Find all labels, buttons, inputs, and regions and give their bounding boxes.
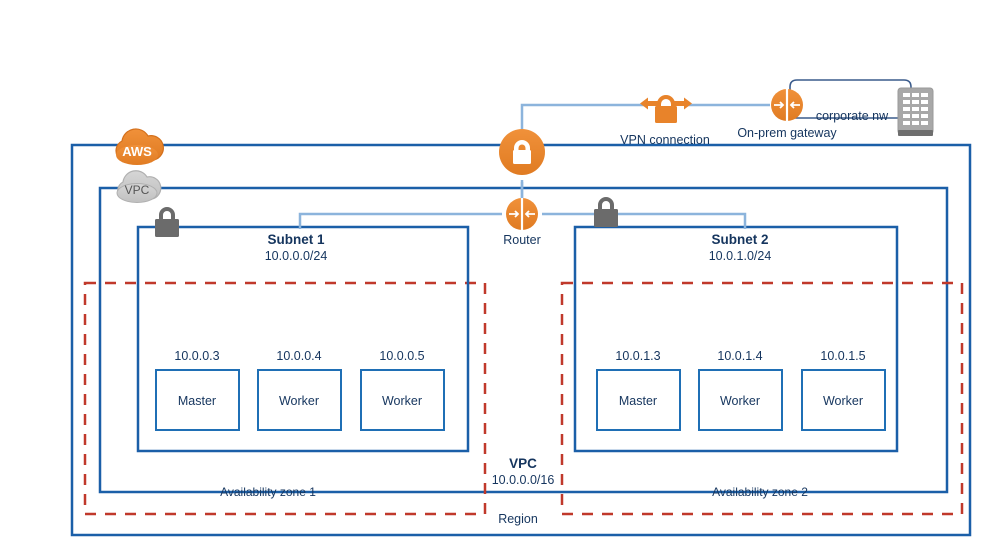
subnet-1-instance-2[interactable]: 10.0.0.5 Worker	[360, 349, 445, 431]
aws-cloud-label: AWS	[122, 144, 152, 159]
subnet-1-instance-1[interactable]: 10.0.0.4 Worker	[257, 349, 342, 431]
link-router-to-subnet-1	[298, 212, 502, 229]
instance-role: Worker	[382, 394, 422, 408]
instance-role: Master	[619, 394, 657, 408]
on-prem-gateway-label: On-prem gateway	[737, 126, 837, 140]
instance-role: Worker	[720, 394, 760, 408]
router-icon[interactable]	[506, 198, 538, 230]
instance-role: Worker	[279, 394, 319, 408]
subnet-1-instance-0[interactable]: 10.0.0.3 Master	[155, 349, 240, 431]
vpn-connection-icon[interactable]	[640, 95, 692, 123]
vpc-cloud-icon: VPC	[116, 170, 162, 203]
instance-ip: 10.0.1.4	[717, 349, 762, 363]
vpc-label: VPC	[509, 456, 537, 471]
on-prem-gateway-icon[interactable]	[771, 89, 803, 121]
subnet-1-box	[136, 225, 470, 453]
corporate-network-label: corporate nw	[816, 109, 889, 123]
subnet-2-instance-0[interactable]: 10.0.1.3 Master	[596, 349, 681, 431]
link-on-prem-gateway-to-corporate-nw	[789, 79, 912, 112]
instance-ip: 10.0.0.3	[174, 349, 219, 363]
availability-zone-2-label: Availability zone 2	[712, 485, 808, 499]
subnet-2-instance-2[interactable]: 10.0.1.5 Worker	[801, 349, 886, 431]
subnet-1-title: Subnet 1	[267, 232, 324, 247]
subnet-2-cidr: 10.0.1.0/24	[709, 249, 772, 263]
availability-zone-1-box	[83, 281, 487, 516]
availability-zone-2-box	[560, 281, 964, 516]
vpc-boundary-box	[98, 186, 949, 494]
vpc-cidr-label: 10.0.0.0/16	[492, 473, 555, 487]
vpc-cloud-label: VPC	[125, 183, 150, 197]
subnet-1-lock-icon	[155, 207, 179, 237]
subnet-1-cidr: 10.0.0.0/24	[265, 249, 328, 263]
instance-ip: 10.0.1.3	[615, 349, 660, 363]
region-label: Region	[498, 512, 538, 526]
router-label: Router	[503, 233, 541, 247]
availability-zone-1-label: Availability zone 1	[220, 485, 316, 499]
aws-cloud-icon: AWS	[115, 128, 164, 165]
vpn-connection-label: VPN connection	[620, 133, 710, 147]
instance-role: Worker	[823, 394, 863, 408]
server-building-icon	[897, 87, 934, 136]
instance-ip: 10.0.0.4	[276, 349, 321, 363]
subnet-2-instance-1[interactable]: 10.0.1.4 Worker	[698, 349, 783, 431]
instance-role: Master	[178, 394, 216, 408]
vpn-gateway-icon[interactable]	[499, 129, 545, 175]
instance-ip: 10.0.1.5	[820, 349, 865, 363]
subnet-2-box	[573, 225, 899, 453]
subnet-2-lock-icon	[594, 197, 618, 227]
instance-ip: 10.0.0.5	[379, 349, 424, 363]
subnet-2-title: Subnet 2	[711, 232, 768, 247]
